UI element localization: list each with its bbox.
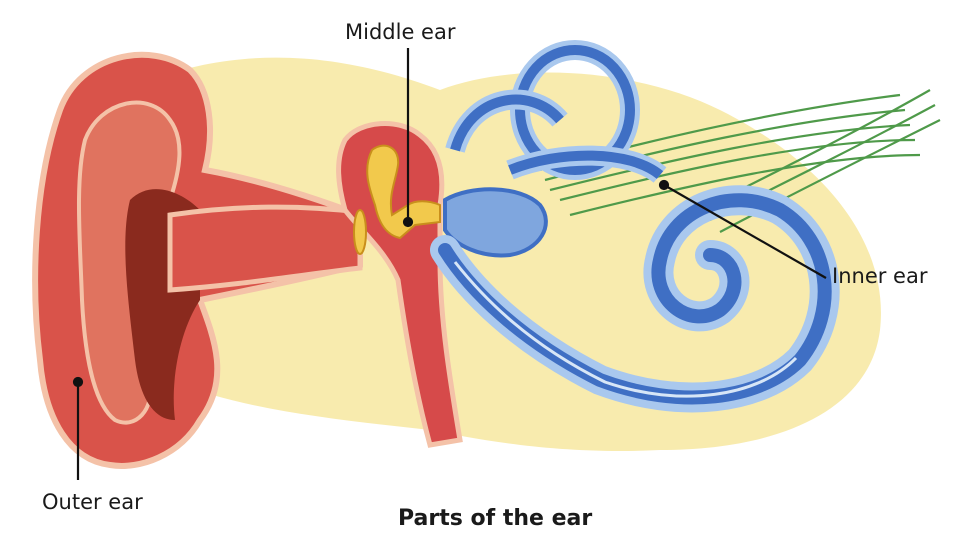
vestibule <box>445 189 546 255</box>
label-inner-ear: Inner ear <box>832 266 927 287</box>
leader-middle-ear-dot <box>404 218 412 226</box>
eardrum <box>354 210 366 254</box>
leader-inner-ear-dot <box>660 181 668 189</box>
label-middle-ear: Middle ear <box>345 22 455 43</box>
label-outer-ear: Outer ear <box>42 492 143 513</box>
diagram-caption: Parts of the ear <box>398 508 592 530</box>
leader-outer-ear-dot <box>74 378 82 386</box>
